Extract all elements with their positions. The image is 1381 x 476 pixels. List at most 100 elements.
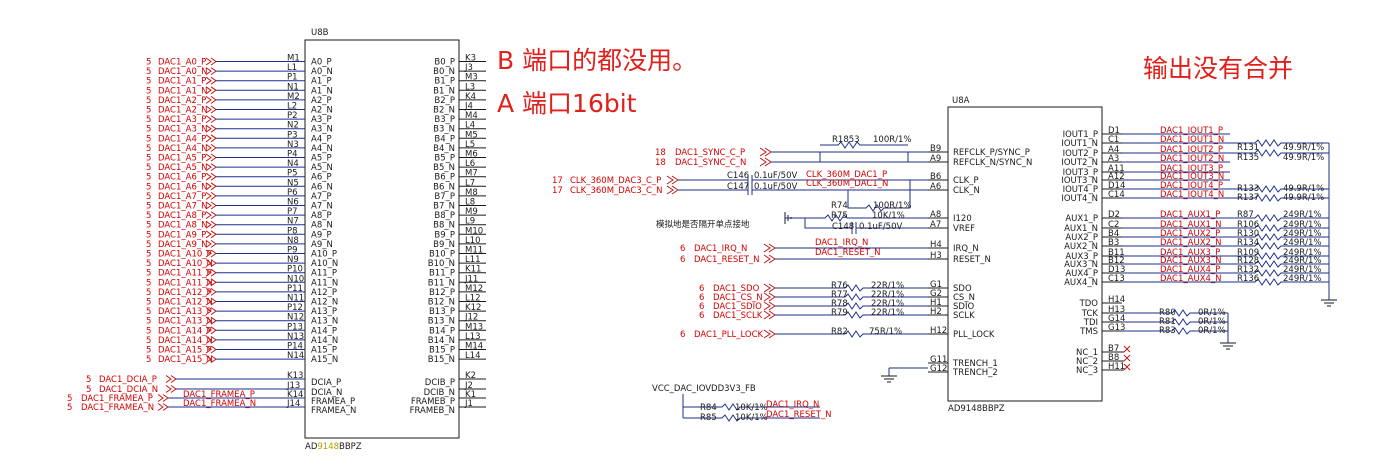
pin-number: M7: [465, 169, 478, 179]
u8b-sheet-ref: 5: [146, 230, 151, 240]
r79-val: 22R/1%: [871, 308, 904, 318]
aux-resistor: [1230, 242, 1329, 250]
u8b-net-label: DAC1_A12_N: [158, 298, 213, 308]
pin-number: L12: [465, 294, 481, 304]
u8a-ref: U8A: [952, 96, 970, 106]
pin-number: L3: [465, 82, 475, 92]
sync-circuit: 18 DAC1_SYNC_C_P 18 DAC1_SYNC_C_N R1853 …: [655, 135, 928, 168]
pin-name: B6_P: [434, 173, 455, 183]
pin-number: P8: [287, 226, 298, 236]
ref-circuit: R75 10K/1% C148 0.1uF/50V 模拟地是否隔开单点接地: [656, 211, 928, 234]
pin-name: A9_P: [311, 230, 332, 240]
r84-val: 10K/1%: [735, 403, 768, 413]
pin-name: B14_N: [428, 336, 455, 346]
u8b-net-label: DAC1_A8_P: [158, 211, 206, 221]
offpage-connector: [205, 115, 217, 124]
pin-name: B0_P: [434, 58, 455, 68]
pin-number: H4: [930, 240, 942, 250]
pll-net: DAC1_PLL_LOCK: [694, 330, 764, 340]
u8b-sheet-ref: 5: [146, 192, 151, 202]
pin-number: M8: [465, 188, 478, 198]
sync-offpage-arrows: [759, 147, 772, 167]
r74-ref: R74: [831, 201, 848, 211]
r82-ref: R82: [831, 327, 848, 337]
pin-number: M12: [465, 284, 483, 294]
pin-number: G12: [930, 364, 947, 374]
reset-sheet: 6: [680, 255, 685, 265]
clk-p-inner-net: CLK_360M_DAC1_P: [806, 170, 887, 180]
aux-resistor-val: 249R/1%: [1283, 256, 1321, 266]
offpage-connector: [205, 230, 217, 239]
pin-name: IOUT3_N: [1061, 176, 1098, 186]
pin-name: A10_P: [311, 250, 337, 260]
pin-name: NC_1: [1076, 348, 1098, 358]
sclk-net: DAC1_SCLK: [713, 311, 763, 321]
pin-number: B4: [1108, 229, 1119, 239]
c147-val: 0.1uF/50V: [754, 182, 797, 192]
u8b-net-label: DAC1_A0_P: [158, 58, 206, 68]
offpage-connector: [157, 394, 169, 402]
offpage-connector: [205, 76, 217, 85]
pin-number: K12: [465, 303, 481, 313]
u8b-sheet-ref: 5: [146, 86, 151, 96]
r82-val: 75R/1%: [869, 327, 902, 337]
pin-name: B8_N: [433, 221, 455, 231]
u8b-net-label: DAC1_A5_N: [158, 163, 208, 173]
pin-name: B5_N: [433, 163, 455, 173]
pin-number: L6: [465, 159, 475, 169]
u8b-net-label: DAC1_A10_P: [158, 250, 212, 260]
u8b-sheet-ref: 5: [146, 278, 151, 288]
r1853-val: 100R/1%: [873, 135, 911, 145]
r84-ref: R84: [700, 403, 717, 413]
pin-name: DCIB_P: [425, 378, 455, 388]
u8b-net-label: DAC1_A8_N: [158, 221, 208, 231]
pin-name: NC_3: [1076, 366, 1098, 376]
pin-number: K4: [465, 92, 476, 102]
u8b-net-label: DAC1_A13_P: [158, 307, 212, 317]
u8b-sheet-ref: 5: [146, 317, 151, 327]
sync-n-net: DAC1_SYNC_C_N: [675, 158, 746, 168]
pin-number: J2: [464, 381, 473, 391]
u8b-sheet-ref: 5: [146, 115, 151, 125]
pin-name: A12_P: [311, 288, 337, 298]
u8b-net-label: DAC1_A15_N: [158, 355, 213, 365]
r85-val: 10K/1%: [735, 413, 768, 423]
u8b-sheet-ref: 5: [146, 355, 151, 365]
r75-val: 10K/1%: [872, 211, 905, 221]
pin-name: B9_N: [433, 240, 455, 250]
sdo-net: DAC1_SDO: [713, 284, 760, 294]
pin-name: TRENCH_2: [952, 368, 998, 378]
u8b-sheet-ref: 5: [146, 134, 151, 144]
spi-resistors: [775, 284, 928, 319]
pin-name: A14_P: [311, 326, 337, 336]
pin-name: SDIO: [953, 302, 974, 312]
c146-val: 0.1uF/50V: [754, 171, 797, 181]
pin-number: N11: [287, 294, 304, 304]
pin-name: SCLK: [953, 311, 975, 321]
offpage-connector: [205, 211, 217, 220]
pin-number: P4: [287, 150, 298, 160]
r77-val: 22R/1%: [871, 290, 904, 300]
pin-number: P1: [287, 73, 298, 83]
sync-p-sheet: 18: [655, 148, 666, 158]
pin-name: B1_N: [433, 86, 455, 96]
pin-name: FRAMEB_N: [410, 406, 455, 416]
pin-number: A9: [930, 154, 941, 164]
pullup-circuit: VCC_DAC_IOVDD3V3_FB R84 10K/1% R85 10K/1…: [652, 384, 832, 423]
irq-reset-arrows: [763, 243, 776, 264]
cs-net: DAC1_CS_N: [713, 293, 763, 303]
pin-number: N1: [287, 82, 299, 92]
pin-number: N14: [287, 351, 304, 361]
pin-name: A5_N: [311, 163, 333, 173]
pin-name: A12_N: [311, 298, 338, 308]
pin-number: M11: [465, 246, 483, 256]
pin-name: TDO: [1079, 299, 1099, 309]
pin-number: N3: [287, 140, 299, 150]
c148-val: 0.1uF/50V: [859, 222, 902, 232]
pin-name: A2_P: [311, 96, 332, 106]
pin-name: A7_P: [311, 192, 332, 202]
c146-ref: C146: [727, 171, 749, 181]
pin-number: P2: [287, 111, 298, 121]
pin-name: A0_N: [311, 67, 333, 77]
